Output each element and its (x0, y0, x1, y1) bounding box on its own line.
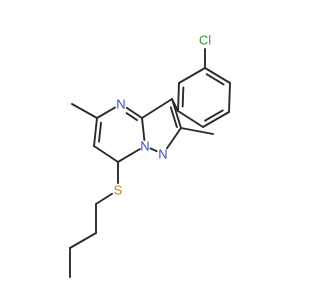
bond-c3-c2 (171, 98, 182, 129)
bond-c3-c3a (141, 98, 173, 119)
bond-layer (69, 48, 231, 278)
bond-b2-b3 (69, 232, 97, 249)
bond-n4-c5 (96, 106, 116, 119)
nitrogen-label-n4: N (116, 97, 125, 112)
bond-c3a-n4 (125, 106, 143, 119)
bond-c7-n1 (117, 148, 141, 163)
nitrogen-label-n2: N (158, 147, 167, 162)
bond-p6-p1 (178, 67, 206, 84)
bond-p3-p4 (202, 111, 230, 128)
bond-n1-c3a (141, 117, 146, 141)
bond-c6-c7 (93, 145, 119, 163)
bond-c5-me5 (71, 103, 98, 119)
bond-c2-n2 (166, 127, 182, 150)
bond-c5-c6-inner (98, 121, 102, 143)
bond-p3-p4-inner (204, 109, 224, 122)
bond-c5-c6 (93, 117, 98, 147)
bond-p1-p2 (204, 67, 231, 84)
sulfur-label: S (114, 183, 123, 198)
bond-c3a-n4-inner (125, 112, 138, 121)
nitrogen-label-n1: N (140, 139, 149, 154)
bond-p2-p3 (228, 82, 231, 113)
bond-n2-n1 (149, 147, 158, 153)
bond-p1-p2-inner (205, 73, 225, 86)
bond-c3-c2-inner (169, 106, 178, 128)
bond-c2-me2 (180, 127, 214, 135)
bond-p4-p5 (177, 110, 204, 128)
bond-p5-p6 (177, 82, 180, 112)
bond-s-b1 (95, 192, 114, 205)
bond-p5-p6-inner (181, 86, 185, 108)
chlorine-label: Cl (199, 33, 211, 48)
